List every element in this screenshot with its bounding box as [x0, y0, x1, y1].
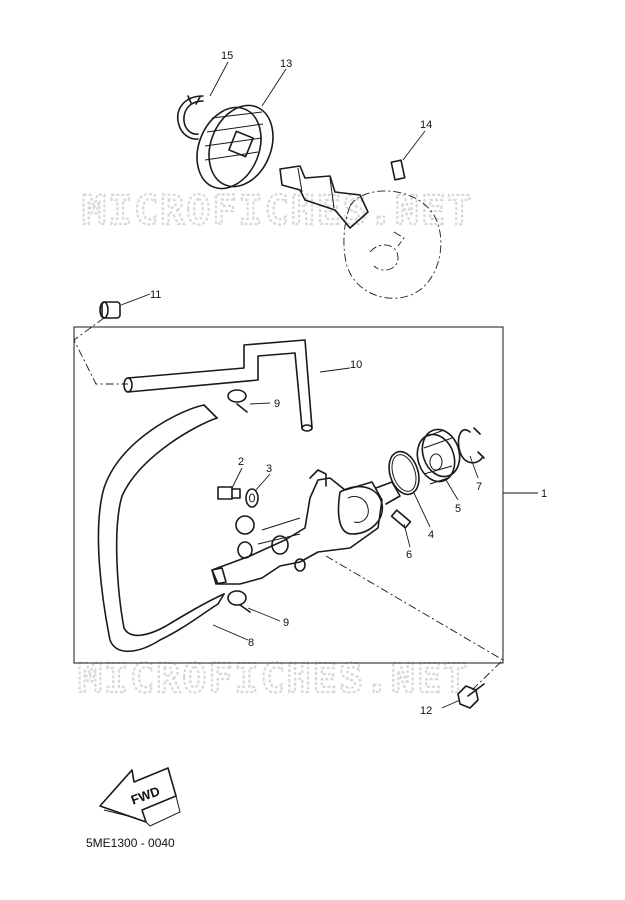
callout-3: 3	[266, 463, 272, 475]
callout-9-lower: 9	[283, 617, 289, 629]
clip-9-lower	[227, 590, 251, 613]
hose-8	[97, 404, 225, 652]
crankshaft-reference	[279, 165, 442, 299]
callout-14: 14	[420, 119, 432, 131]
leader-15	[209, 61, 229, 97]
assembly-boundary	[73, 326, 504, 664]
o-ring-4	[388, 450, 420, 496]
pulley-13	[196, 104, 274, 190]
leader-9-lower	[247, 607, 281, 622]
clip-9-upper	[227, 389, 248, 413]
leader-14	[402, 130, 426, 161]
bolt-2	[217, 486, 241, 500]
callout-15: 15	[221, 50, 233, 62]
leader-2	[231, 467, 243, 489]
circlip-15	[176, 95, 204, 140]
leader-9-upper	[249, 402, 271, 405]
leader-8	[212, 624, 249, 641]
callout-2: 2	[238, 456, 244, 468]
callout-10: 10	[350, 359, 362, 371]
diagram-code: 5ME1300 - 0040	[86, 836, 175, 850]
leader-11	[120, 293, 151, 306]
cap-guide-line	[73, 317, 128, 385]
leader-5	[445, 479, 459, 501]
callout-6: 6	[406, 549, 412, 561]
leader-6	[403, 523, 411, 548]
leader-10	[319, 367, 351, 373]
leader-7	[469, 455, 479, 479]
leader-4	[413, 492, 431, 528]
pin-6	[390, 509, 412, 529]
callout-11: 11	[150, 289, 161, 301]
forward-arrow-icon: FWD	[99, 767, 181, 827]
callout-8: 8	[248, 637, 254, 649]
callout-7: 7	[476, 481, 482, 493]
washer-3	[245, 488, 259, 508]
callout-5: 5	[455, 503, 461, 515]
watermark-top: MICROFICHES.NET	[82, 188, 473, 234]
callout-4: 4	[428, 529, 434, 541]
pipe-10	[123, 339, 313, 432]
leader-3	[255, 473, 271, 491]
circlip-7	[457, 427, 485, 464]
pin-14	[390, 159, 406, 181]
leader-12	[441, 699, 461, 709]
oil-pump-body	[211, 469, 401, 585]
callout-13: 13	[280, 58, 292, 70]
bolt-guide-line	[325, 555, 504, 691]
cap-11	[99, 301, 121, 319]
callout-1: 1	[541, 488, 547, 500]
callout-12: 12	[420, 705, 432, 717]
leader-13	[261, 68, 287, 107]
bolt-12	[457, 683, 485, 709]
callout-9-upper: 9	[274, 398, 280, 410]
